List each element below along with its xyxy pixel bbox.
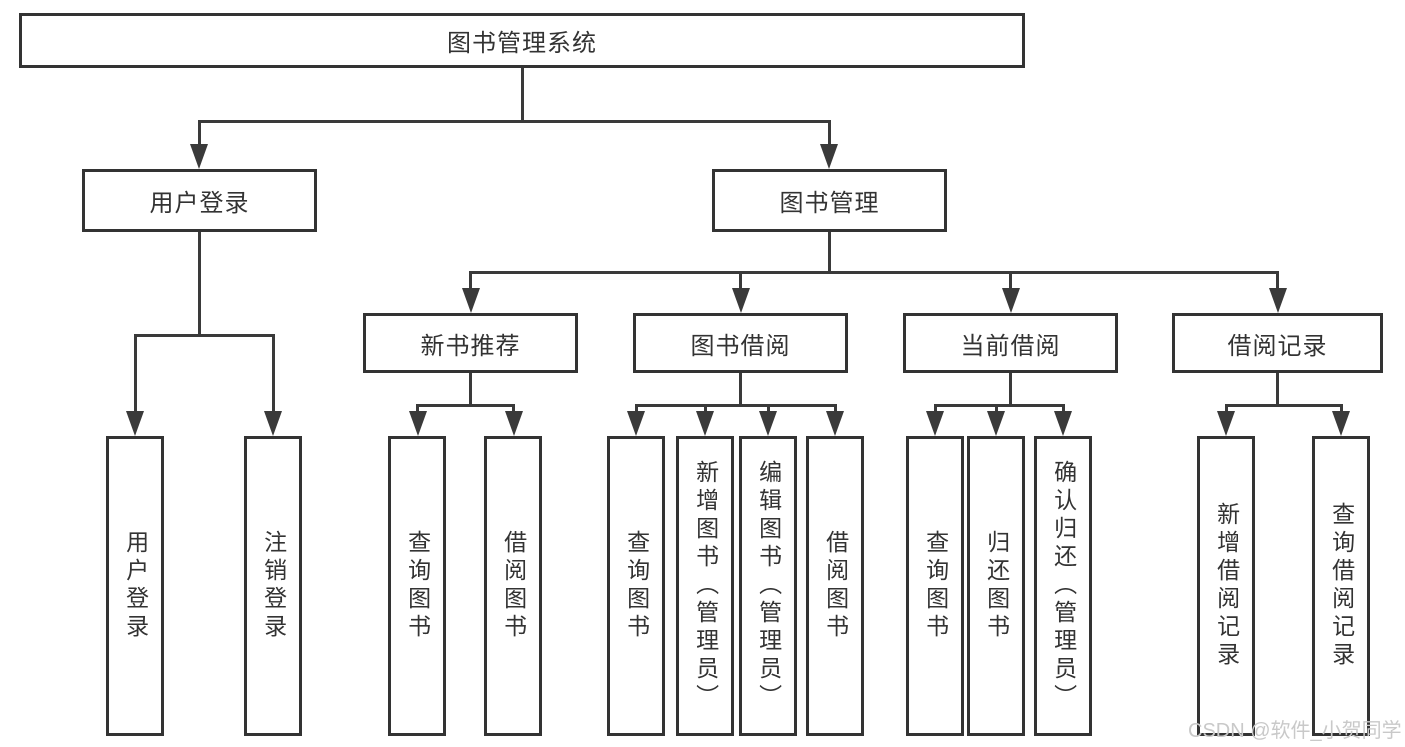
connector-drop-current-return <box>994 404 998 414</box>
arrowhead-new-book <box>461 288 480 313</box>
csdn-watermark: CSDN @软件_小贺同学 <box>1188 720 1402 742</box>
node-borrowing-records-label: 借阅记录 <box>1227 332 1328 360</box>
node-user-login: 用户登录 <box>82 169 317 232</box>
leaf-logout: 注销登录 <box>244 436 302 736</box>
connector-current-borrowing-bar <box>933 404 1065 407</box>
leaf-recommend-search-books-label: 查询图书 <box>404 530 431 642</box>
node-new-book-recommendation: 新书推荐 <box>363 313 578 373</box>
leaf-borrow-search-books-label: 查询图书 <box>623 530 650 642</box>
leaf-recommend-search-books: 查询图书 <box>388 436 446 736</box>
arrowhead-borrowing-records <box>1268 288 1287 313</box>
arrowhead-leaf-user-login <box>126 411 144 436</box>
arrowhead-book-borrowing <box>731 288 750 313</box>
leaf-records-search-record: 查询借阅记录 <box>1312 436 1370 736</box>
node-new-book-recommendation-label: 新书推荐 <box>420 332 521 360</box>
leaf-records-add-record-label: 新增借阅记录 <box>1213 502 1240 670</box>
arrowhead-book-management <box>820 144 838 169</box>
connector-drop-borrow-search <box>634 404 638 414</box>
node-book-borrowing: 图书借阅 <box>633 313 848 373</box>
leaf-borrow-edit-books-admin-label: 编辑图书（管理员） <box>755 460 782 712</box>
connector-level3-bar <box>469 271 1279 274</box>
connector-drop-current-confirm <box>1061 404 1065 414</box>
leaf-records-add-record: 新增借阅记录 <box>1197 436 1255 736</box>
leaf-user-login-label: 用户登录 <box>122 530 149 642</box>
leaf-borrow-borrow-books-label: 借阅图书 <box>822 530 849 642</box>
connector-user-login-stem <box>197 232 201 337</box>
leaf-recommend-borrow-books-label: 借阅图书 <box>500 530 527 642</box>
node-library-system: 图书管理系统 <box>19 13 1025 68</box>
connector-drop-leaf-user-login <box>133 334 137 414</box>
connector-drop-new-book <box>469 271 472 291</box>
node-user-login-label: 用户登录 <box>149 190 250 217</box>
arrowhead-borrow-edit <box>759 411 777 436</box>
arrowhead-current-return <box>987 411 1005 436</box>
leaf-current-return-books-label: 归还图书 <box>983 530 1010 642</box>
connector-book-management-stem <box>827 232 831 274</box>
leaf-user-login: 用户登录 <box>106 436 164 736</box>
leaf-current-confirm-return-admin: 确认归还（管理员） <box>1034 436 1092 736</box>
node-current-borrowing-label: 当前借阅 <box>960 332 1061 360</box>
leaf-records-search-record-label: 查询借阅记录 <box>1328 502 1355 670</box>
connector-drop-recommend-search <box>416 404 419 414</box>
leaf-current-confirm-return-admin-label: 确认归还（管理员） <box>1050 460 1077 712</box>
connector-book-borrowing-stem <box>739 373 742 407</box>
arrowhead-records-search <box>1332 411 1350 436</box>
connector-borrowing-records-bar <box>1224 404 1343 407</box>
connector-current-borrowing-stem <box>1009 373 1012 407</box>
connector-new-book-stem <box>469 373 472 407</box>
arrowhead-recommend-search <box>408 411 427 436</box>
leaf-recommend-borrow-books: 借阅图书 <box>484 436 542 736</box>
node-borrowing-records: 借阅记录 <box>1172 313 1383 373</box>
connector-drop-user-login <box>197 120 201 148</box>
connector-root-stem <box>520 68 524 123</box>
arrowhead-borrow-search <box>627 411 645 436</box>
connector-user-login-bar <box>133 334 275 337</box>
leaf-borrow-borrow-books: 借阅图书 <box>806 436 864 736</box>
arrowhead-recommend-borrow <box>504 411 523 436</box>
connector-borrowing-records-stem <box>1276 373 1279 407</box>
arrowhead-user-login <box>190 144 208 169</box>
connector-drop-records-add <box>1224 404 1228 414</box>
node-book-management-label: 图书管理 <box>779 190 880 217</box>
arrowhead-current-search <box>926 411 944 436</box>
node-book-management: 图书管理 <box>712 169 947 232</box>
connector-drop-borrow-edit <box>766 404 770 414</box>
connector-drop-book-borrowing <box>739 271 742 291</box>
leaf-borrow-edit-books-admin: 编辑图书（管理员） <box>739 436 797 736</box>
leaf-borrow-search-books: 查询图书 <box>607 436 665 736</box>
leaf-current-search-books: 查询图书 <box>906 436 964 736</box>
connector-drop-records-search <box>1339 404 1343 414</box>
node-current-borrowing: 当前借阅 <box>903 313 1118 373</box>
connector-drop-leaf-logout <box>271 334 275 414</box>
connector-drop-borrow-borrow <box>833 404 837 414</box>
arrowhead-borrow-borrow <box>826 411 844 436</box>
connector-drop-book-management <box>827 120 831 148</box>
arrowhead-borrow-add <box>696 411 714 436</box>
arrowhead-leaf-logout <box>264 411 282 436</box>
leaf-current-return-books: 归还图书 <box>967 436 1025 736</box>
leaf-borrow-add-books-admin-label: 新增图书（管理员） <box>692 460 719 712</box>
connector-drop-borrowing-records <box>1276 271 1279 291</box>
connector-level2-bar <box>197 120 831 123</box>
leaf-current-search-books-label: 查询图书 <box>922 530 949 642</box>
connector-drop-borrow-add <box>703 404 707 414</box>
leaf-borrow-add-books-admin: 新增图书（管理员） <box>676 436 734 736</box>
arrowhead-current-borrowing <box>1001 288 1020 313</box>
connector-drop-recommend-borrow <box>512 404 515 414</box>
arrowhead-records-add <box>1217 411 1235 436</box>
connector-drop-current-search <box>933 404 937 414</box>
connector-book-borrowing-bar <box>634 404 837 407</box>
node-book-borrowing-label: 图书借阅 <box>690 332 791 360</box>
node-library-system-label: 图书管理系统 <box>447 30 597 57</box>
connector-drop-current-borrowing <box>1009 271 1012 291</box>
leaf-logout-label: 注销登录 <box>260 530 287 642</box>
arrowhead-current-confirm <box>1054 411 1072 436</box>
connector-new-book-bar <box>416 404 515 407</box>
